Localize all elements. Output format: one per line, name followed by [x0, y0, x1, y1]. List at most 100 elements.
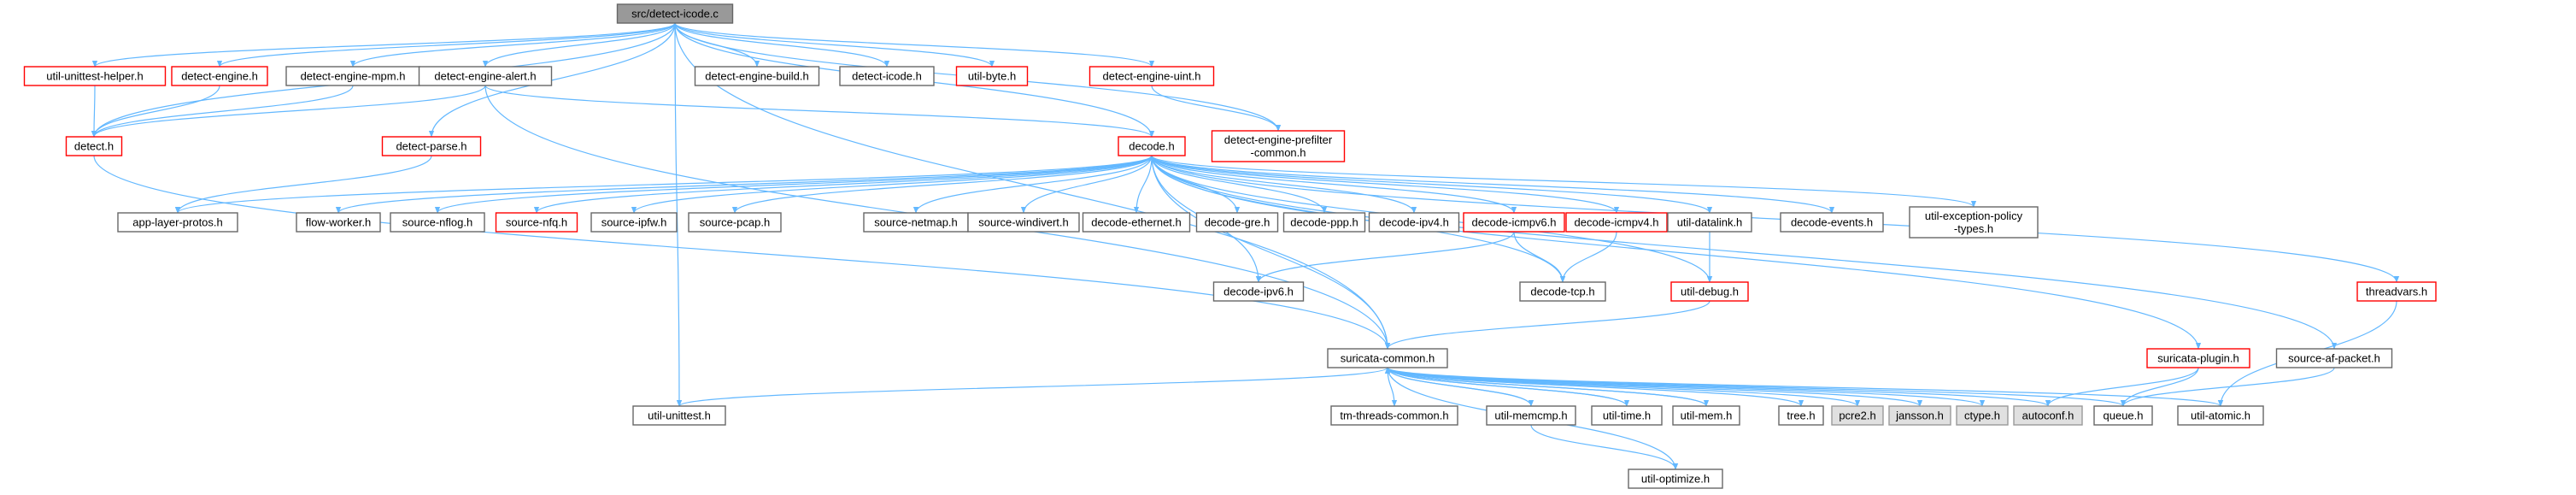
node-label: detect-engine-build.h: [705, 70, 808, 83]
node-n15[interactable]: source-nflog.h: [390, 212, 485, 233]
edge-arrow: [631, 155, 1153, 214]
node-label: util-mem.h: [1681, 410, 1733, 422]
node-label: source-windivert.h: [978, 216, 1069, 229]
node-n14[interactable]: flow-worker.h: [296, 212, 381, 233]
node-box: [296, 212, 381, 233]
node-n48[interactable]: util-atomic.h: [2177, 405, 2264, 426]
node-label: tm-threads-common.h: [1340, 410, 1448, 422]
node-label: util-optimize.h: [1641, 473, 1710, 486]
node-label: decode-icmpv4.h: [1575, 216, 1659, 229]
node-label: source-pcap.h: [700, 216, 770, 229]
node-n21[interactable]: decode-ethernet.h: [1082, 212, 1191, 233]
edge-n26-n31: [1559, 231, 1617, 283]
node-label: decode-tcp.h: [1530, 286, 1594, 298]
node-n30[interactable]: decode-ipv6.h: [1212, 281, 1305, 302]
node-n2[interactable]: detect-engine.h: [171, 66, 268, 86]
node-n17[interactable]: source-ipfw.h: [590, 212, 678, 233]
edge-n34-n47: [1387, 367, 2126, 407]
node-n47[interactable]: queue.h: [2093, 405, 2153, 426]
edge-n9-n34: [93, 155, 1391, 350]
node-n32[interactable]: util-debug.h: [1670, 281, 1749, 302]
node-n36[interactable]: source-af-packet.h: [2275, 348, 2393, 368]
edge-n0-n7: [674, 22, 995, 68]
node-n49[interactable]: util-optimize.h: [1628, 468, 1723, 489]
node-n0[interactable]: src/detect-icode.c: [616, 3, 734, 24]
node-label: util-unittest.h: [648, 410, 711, 422]
node-n5[interactable]: detect-engine-build.h: [694, 66, 820, 86]
node-box: [688, 212, 782, 233]
edge-n34-n45: [1387, 367, 1985, 407]
node-n34[interactable]: suricata-common.h: [1327, 348, 1448, 368]
node-label: detect-engine-prefilter: [1224, 133, 1333, 146]
node-label: util-exception-policy: [1925, 209, 2023, 222]
node-n31[interactable]: decode-tcp.h: [1519, 281, 1606, 302]
node-n38[interactable]: tm-threads-common.h: [1330, 405, 1458, 426]
node-n7[interactable]: util-byte.h: [955, 66, 1029, 86]
edge-arrow: [1255, 231, 1515, 283]
node-n40[interactable]: util-time.h: [1591, 405, 1663, 426]
node-box: [1591, 405, 1663, 426]
node-box: [1082, 212, 1191, 233]
node-box: [1486, 405, 1576, 426]
edge-arrow: [175, 155, 1153, 214]
edge-n0-n4: [482, 22, 676, 68]
edge-n11-n35: [1151, 155, 2202, 350]
node-n9[interactable]: detect.h: [65, 136, 123, 156]
node-n23[interactable]: decode-ppp.h: [1282, 212, 1366, 233]
node-n22[interactable]: decode-gre.h: [1195, 212, 1279, 233]
edge-n0-n10: [428, 22, 676, 138]
node-label: decode-events.h: [1791, 216, 1873, 229]
edge-n34-n37: [677, 367, 1388, 407]
node-label: decode-ethernet.h: [1091, 216, 1182, 229]
edge-arrow: [2120, 367, 2199, 407]
node-box: [955, 66, 1029, 86]
node-n3[interactable]: detect-engine-mpm.h: [285, 66, 420, 86]
node-n20[interactable]: source-windivert.h: [967, 212, 1080, 233]
node-n45[interactable]: ctype.h: [1956, 405, 2009, 426]
node-n13[interactable]: app-layer-protos.h: [117, 212, 238, 233]
node-n19[interactable]: source-netmap.h: [863, 212, 969, 233]
node-n43[interactable]: pcre2.h: [1831, 405, 1884, 426]
node-n29[interactable]: util-exception-policy-types.h: [1909, 206, 2039, 239]
node-n4[interactable]: detect-engine-alert.h: [418, 66, 553, 86]
edge-n11-n28: [1151, 155, 1835, 214]
node-n6[interactable]: detect-icode.h: [839, 66, 935, 86]
edge-n11-n17: [631, 155, 1153, 214]
node-label: detect-engine-alert.h: [434, 70, 536, 83]
node-n46[interactable]: autoconf.h: [2013, 405, 2083, 426]
edge-n39-n49: [1530, 424, 1679, 470]
node-n39[interactable]: util-memcmp.h: [1486, 405, 1576, 426]
node-label: decode-ipv4.h: [1379, 216, 1449, 229]
node-n24[interactable]: decode-ipv4.h: [1368, 212, 1460, 233]
edge-arrow: [2045, 367, 2199, 407]
edge-n25-n30: [1255, 231, 1515, 283]
node-n1[interactable]: util-unittest-helper.h: [23, 66, 167, 86]
node-n33[interactable]: threadvars.h: [2356, 281, 2437, 302]
node-n37[interactable]: util-unittest.h: [632, 405, 726, 426]
node-n41[interactable]: util-mem.h: [1672, 405, 1740, 426]
node-n27[interactable]: util-datalink.h: [1667, 212, 1752, 233]
node-n35[interactable]: suricata-plugin.h: [2146, 348, 2250, 368]
node-label: pcre2.h: [1839, 410, 1875, 422]
node-n10[interactable]: detect-parse.h: [381, 136, 482, 156]
edge-arrow: [533, 155, 1153, 214]
node-n25[interactable]: decode-icmpv6.h: [1463, 212, 1565, 233]
node-n26[interactable]: decode-icmpv4.h: [1565, 212, 1668, 233]
edge-arrow: [674, 22, 890, 68]
node-n12[interactable]: detect-engine-prefilter-common.h: [1211, 130, 1346, 162]
node-n11[interactable]: decode.h: [1118, 136, 1186, 156]
edge-n8-n12: [1151, 85, 1282, 132]
edge-arrow: [1151, 85, 1282, 132]
edge-n11-n13: [175, 155, 1153, 214]
node-n28[interactable]: decode-events.h: [1780, 212, 1884, 233]
node-box: [171, 66, 268, 86]
node-box: [616, 3, 734, 24]
edge-n11-n36: [1151, 155, 2338, 350]
edge-arrow: [174, 155, 432, 214]
node-n18[interactable]: source-pcap.h: [688, 212, 782, 233]
node-n44[interactable]: jansson.h: [1888, 405, 1951, 426]
node-n16[interactable]: source-nfq.h: [495, 212, 578, 233]
node-n42[interactable]: tree.h: [1778, 405, 1824, 426]
node-n8[interactable]: detect-engine-uint.h: [1088, 66, 1215, 86]
node-label: util-time.h: [1603, 410, 1651, 422]
